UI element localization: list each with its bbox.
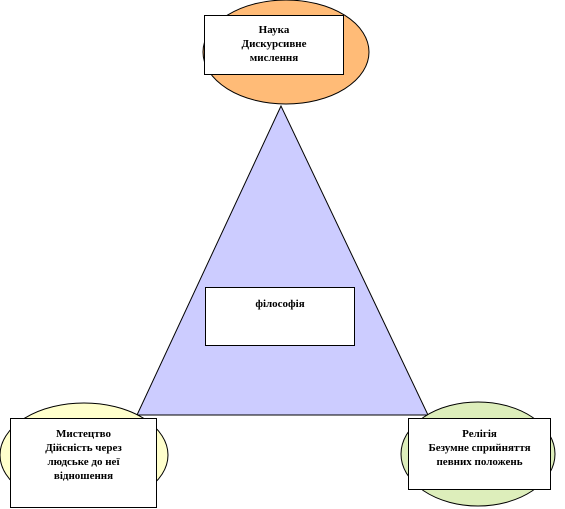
science-line2: Дискурсивне — [241, 38, 307, 50]
science-box: Наука Дискурсивне мислення — [204, 15, 344, 75]
science-label: Наука — [258, 24, 290, 36]
science-line3: мислення — [249, 52, 299, 64]
religion-line2: Безумне сприйняття — [428, 442, 531, 454]
art-line2: Дійсність через — [45, 442, 122, 454]
art-line4: відношення — [53, 470, 114, 482]
triangle — [136, 104, 429, 416]
art-box: Мистецтво Дійсність через людське до неї… — [10, 418, 157, 508]
philosophy-label: філософія — [255, 298, 305, 310]
religion-box: Релігія Безумне сприйняття певних положе… — [408, 418, 551, 490]
philosophy-box: філософія — [205, 287, 355, 346]
art-line3: людське до неї — [47, 456, 120, 468]
religion-label: Релігія — [462, 428, 497, 440]
art-label: Мистецтво — [56, 428, 111, 440]
religion-line3: певних положень — [436, 456, 523, 468]
